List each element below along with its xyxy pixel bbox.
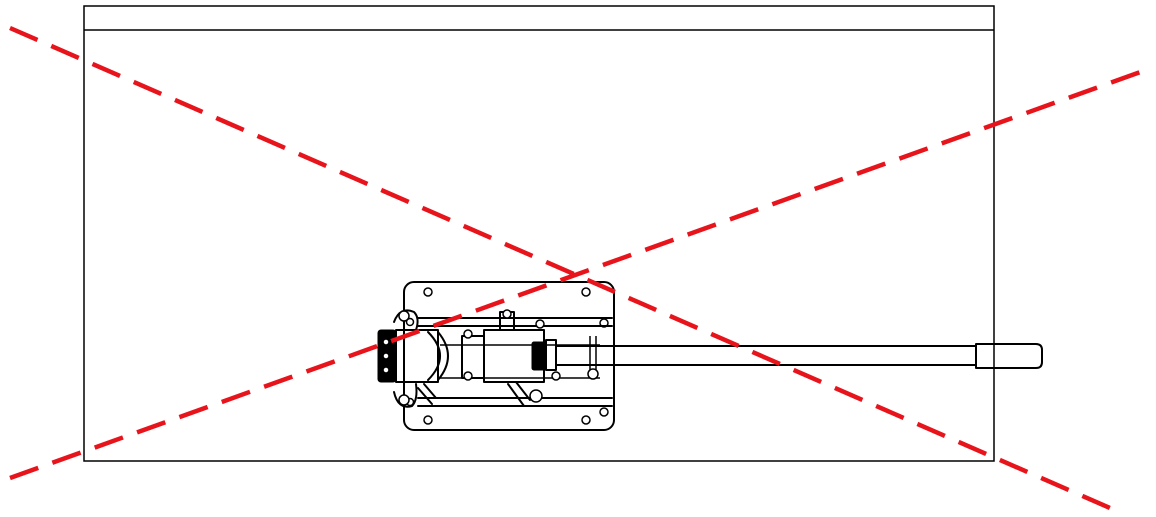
mounting-holes bbox=[405, 287, 609, 425]
lever-handle bbox=[555, 345, 977, 366]
base-plate bbox=[403, 281, 615, 431]
handle-grip bbox=[975, 343, 1043, 369]
slider-carriage bbox=[461, 309, 599, 407]
cross-line-ascending bbox=[9, 67, 1147, 481]
cross-line-descending bbox=[9, 25, 1111, 511]
cross-out-overlay bbox=[9, 25, 1147, 511]
enclosure-frame bbox=[83, 5, 995, 462]
